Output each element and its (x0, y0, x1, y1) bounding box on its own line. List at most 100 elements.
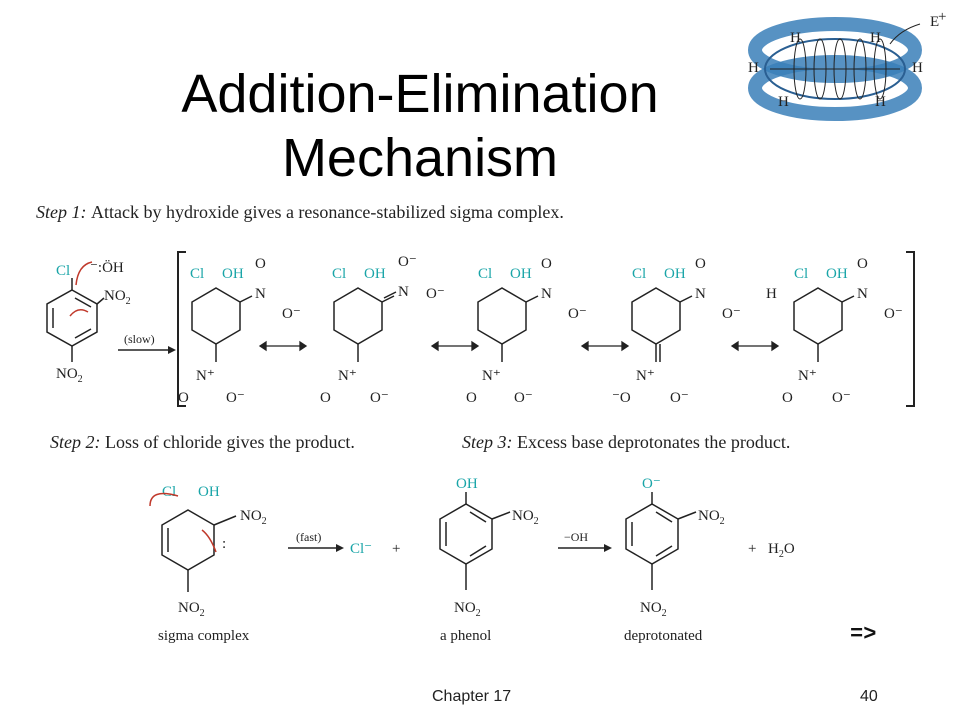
svg-text:O: O (320, 390, 331, 406)
svg-text:O: O (255, 256, 266, 272)
svg-text:O⁻: O⁻ (426, 286, 445, 302)
svg-text:N⁺: N⁺ (482, 368, 501, 384)
slow-label: (slow) (124, 332, 155, 346)
svg-text:H: H (778, 94, 789, 110)
svg-text:N: N (857, 286, 868, 302)
phenoxide-no2: NO2 (698, 508, 725, 527)
reactant-ring (46, 278, 105, 362)
svg-text:+: + (938, 10, 946, 25)
reactant-no2-bottom: NO2 (56, 366, 83, 385)
step3-label: Step 3: (462, 432, 513, 452)
attack-arrow (75, 261, 93, 286)
svg-text:H: H (790, 30, 801, 46)
reactant-hydroxide: ⁻:ÖH (90, 259, 124, 276)
svg-text:H: H (748, 60, 759, 76)
title-line-1: Addition-Elimination (181, 64, 659, 124)
phenol-no2-bottom: NO2 (454, 600, 481, 619)
svg-text:O: O (178, 390, 189, 406)
step3-text: Excess base deprotonates the product. (516, 432, 791, 452)
svg-text::: : (222, 536, 226, 552)
phenoxide-ring (625, 492, 697, 590)
svg-text:N⁺: N⁺ (636, 368, 655, 384)
svg-text:Cl: Cl (478, 266, 492, 282)
resonance-arrows (258, 340, 780, 352)
svg-text:N: N (398, 284, 409, 300)
phenol-ring (439, 492, 511, 590)
sigma-caption: sigma complex (158, 628, 250, 644)
svg-text:O⁻: O⁻ (370, 390, 389, 406)
svg-text:Cl: Cl (190, 266, 204, 282)
plus-2: + (748, 541, 756, 557)
svg-text:OH: OH (664, 266, 686, 282)
step2-text: Loss of chloride gives the product. (104, 432, 355, 452)
phenol-oh: OH (456, 476, 478, 492)
phenol-no2: NO2 (512, 508, 539, 527)
svg-text:O⁻: O⁻ (398, 254, 417, 270)
svg-text:H: H (766, 286, 777, 302)
svg-text:O⁻: O⁻ (226, 390, 245, 406)
sigma-no2: NO2 (240, 508, 267, 527)
svg-text:N⁺: N⁺ (338, 368, 357, 384)
phenoxide-o: O⁻ (642, 476, 661, 492)
svg-text:O⁻: O⁻ (568, 306, 587, 322)
sigma-cl: Cl (162, 484, 176, 500)
deprot-caption: deprotonated (624, 628, 703, 644)
svg-text:N: N (541, 286, 552, 302)
step1-heading: Step 1: Attack by hydroxide gives a reso… (36, 202, 564, 223)
svg-text:O⁻: O⁻ (670, 390, 689, 406)
svg-text:OH: OH (222, 266, 244, 282)
step1-label: Step 1: (36, 202, 87, 222)
sigma-no2-bottom: NO2 (178, 600, 205, 619)
svg-text:OH: OH (826, 266, 848, 282)
svg-text:O: O (782, 390, 793, 406)
reactant-no2-top: NO2 (104, 288, 131, 307)
svg-text:⁻O: ⁻O (612, 390, 631, 406)
sigma-oh: OH (198, 484, 220, 500)
svg-text:OH: OH (364, 266, 386, 282)
svg-text:O⁻: O⁻ (282, 306, 301, 322)
svg-text:N⁺: N⁺ (798, 368, 817, 384)
fast-label: (fast) (296, 530, 321, 544)
svg-text:N: N (695, 286, 706, 302)
svg-text:Cl: Cl (332, 266, 346, 282)
phenoxide-no2-bottom: NO2 (640, 600, 667, 619)
svg-text:H: H (912, 60, 923, 76)
benzene-orbital-logo: H H H H H H E+ (748, 10, 946, 121)
sigma-complex (161, 509, 237, 592)
title-line-2: Mechanism (281, 128, 559, 188)
step3-heading: Step 3: Excess base deprotonates the pro… (462, 432, 790, 453)
svg-text:H: H (870, 30, 881, 46)
svg-text:O⁻: O⁻ (722, 306, 741, 322)
left-bracket (177, 251, 186, 407)
step1-text: Attack by hydroxide gives a resonance-st… (90, 202, 564, 222)
chloride-ion: Cl⁻ (350, 541, 372, 557)
svg-text:O⁻: O⁻ (832, 390, 851, 406)
svg-text:OH: OH (510, 266, 532, 282)
footer-chapter: Chapter 17 (432, 688, 512, 705)
next-indicator: => (850, 622, 877, 647)
svg-text:O⁻: O⁻ (514, 390, 533, 406)
reactant-cl: Cl (56, 263, 70, 279)
svg-text:E: E (930, 14, 939, 30)
svg-text:O: O (541, 256, 552, 272)
step2-label: Step 2: (50, 432, 101, 452)
svg-text:Cl: Cl (632, 266, 646, 282)
svg-text:N⁺: N⁺ (196, 368, 215, 384)
svg-text:Cl: Cl (794, 266, 808, 282)
svg-text:N: N (255, 286, 266, 302)
svg-text:O: O (466, 390, 477, 406)
footer-page-number: 40 (860, 688, 878, 705)
svg-text:O: O (857, 256, 868, 272)
phenol-caption: a phenol (440, 628, 491, 644)
oh-label: −OH (564, 530, 588, 544)
water: H2O (768, 541, 795, 560)
step2-heading: Step 2: Loss of chloride gives the produ… (50, 432, 355, 453)
svg-text:O: O (695, 256, 706, 272)
slide-title: Addition-Elimination Mechanism (60, 62, 780, 190)
svg-text:H: H (875, 94, 886, 110)
right-bracket (906, 251, 915, 407)
plus-1: + (392, 541, 400, 557)
svg-text:O⁻: O⁻ (884, 306, 903, 322)
